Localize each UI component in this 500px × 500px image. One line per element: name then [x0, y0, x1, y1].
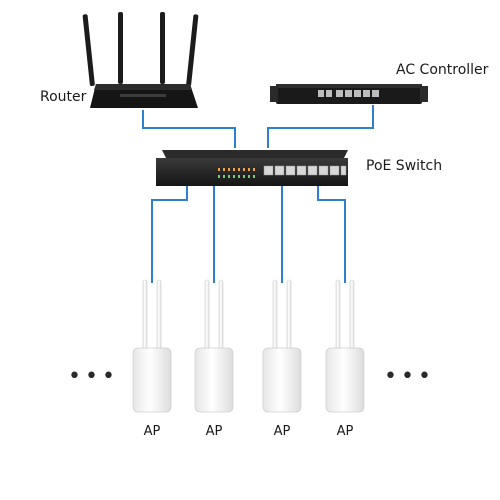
- ap-label: AP: [336, 424, 354, 439]
- poe-switch-label: PoE Switch: [366, 158, 443, 174]
- ac-controller-label: AC Controller: [396, 62, 489, 78]
- cable-router-switch: [142, 110, 236, 148]
- ap-icon: [325, 279, 365, 413]
- cable-ac-switch: [267, 105, 374, 148]
- ap-label: AP: [205, 424, 223, 439]
- ap-label: AP: [143, 424, 161, 439]
- ap-icon: [262, 279, 302, 413]
- router-label: Router: [40, 89, 87, 105]
- ap-label: AP: [273, 424, 291, 439]
- cable-switch-ap1: [151, 186, 188, 283]
- ellipsis-left: •••: [68, 364, 119, 389]
- ap-icon: [194, 279, 234, 413]
- ellipsis-right: •••: [384, 364, 435, 389]
- ap-icon: [132, 279, 172, 413]
- poe-switch-icon: [156, 150, 348, 186]
- cable-lines: [142, 105, 374, 283]
- router-icon: [82, 12, 199, 108]
- ac-controller-icon: [270, 84, 428, 104]
- cable-switch-ap4: [317, 186, 346, 283]
